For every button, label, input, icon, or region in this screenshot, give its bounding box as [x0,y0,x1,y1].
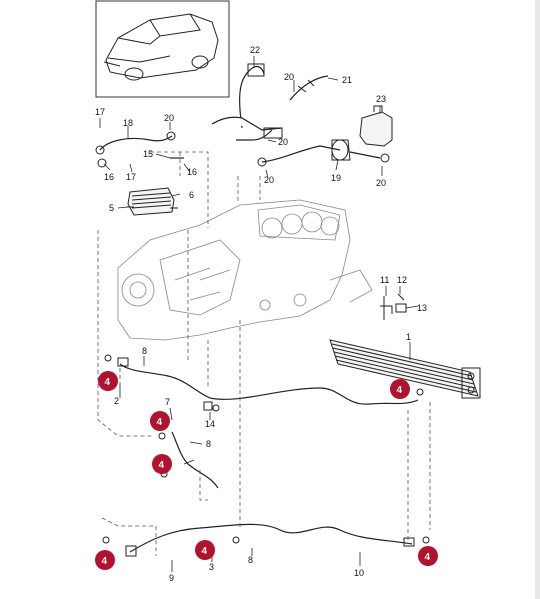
upper-hoses [95,63,390,168]
callout-20: 20 [376,178,386,188]
callout-8: 8 [248,555,253,565]
callout-labels: 22 20 21 23 17 18 20 20 15 16 17 16 20 1… [95,45,427,583]
badge-4-b[interactable]: 4 [390,379,410,399]
callout-17: 17 [126,172,136,182]
callout-15: 15 [143,149,153,159]
callout-7: 7 [165,397,170,407]
callout-5: 5 [109,203,114,213]
highlight-badges: 4 4 4 4 4 4 4 [95,371,438,570]
callout-11: 11 [380,275,389,285]
badge-circle [390,379,410,399]
callout-20: 20 [278,137,288,147]
callout-23: 23 [376,94,386,104]
callout-13: 13 [417,303,427,313]
callout-16: 16 [187,167,197,177]
callout-19: 19 [331,173,341,183]
callout-14: 14 [205,419,215,429]
callout-3: 3 [209,562,214,572]
badge-circle [152,454,172,474]
callout-22: 22 [250,45,260,55]
svg-text:4: 4 [157,417,163,428]
callout-21: 21 [342,75,352,85]
badge-circle [95,550,115,570]
oil-cooler-small [126,187,178,216]
svg-text:4: 4 [425,552,431,563]
svg-text:4: 4 [397,385,403,396]
callout-20: 20 [264,175,274,185]
badge-circle [150,411,170,431]
callout-6: 6 [189,190,194,200]
leader-lines [99,56,419,572]
badge-4-g[interactable]: 4 [418,546,438,566]
badge-4-a[interactable]: 4 [98,371,118,391]
svg-text:4: 4 [102,556,108,567]
oil-cooler-large [329,339,481,399]
callout-20: 20 [284,72,294,82]
badge-4-f[interactable]: 4 [195,540,215,560]
engine-transmission-ghost [117,199,373,341]
dashed-guides [97,151,431,556]
lower-oil-lines [102,523,430,557]
callout-8: 8 [142,346,147,356]
callout-20: 20 [164,113,174,123]
callout-12: 12 [397,275,407,285]
bracket-parts [380,293,407,320]
badge-4-c[interactable]: 4 [150,411,170,431]
callout-2: 2 [114,396,119,406]
callout-17: 17 [95,107,105,117]
svg-text:4: 4 [105,377,111,388]
badge-circle [418,546,438,566]
badge-circle [195,540,215,560]
edge-bar [535,0,540,599]
callout-9: 9 [169,573,174,583]
callout-10: 10 [354,568,364,578]
badge-4-d[interactable]: 4 [152,454,172,474]
svg-text:4: 4 [159,460,165,471]
callout-1: 1 [406,332,411,342]
callout-18: 18 [123,118,133,128]
callout-8: 8 [206,439,211,449]
badge-circle [98,371,118,391]
middle-oil-lines [104,354,424,489]
vehicle-thumbnail [95,0,230,98]
svg-text:4: 4 [202,546,208,557]
callout-16: 16 [104,172,114,182]
expansion-tank [359,105,393,147]
badge-4-e[interactable]: 4 [95,550,115,570]
